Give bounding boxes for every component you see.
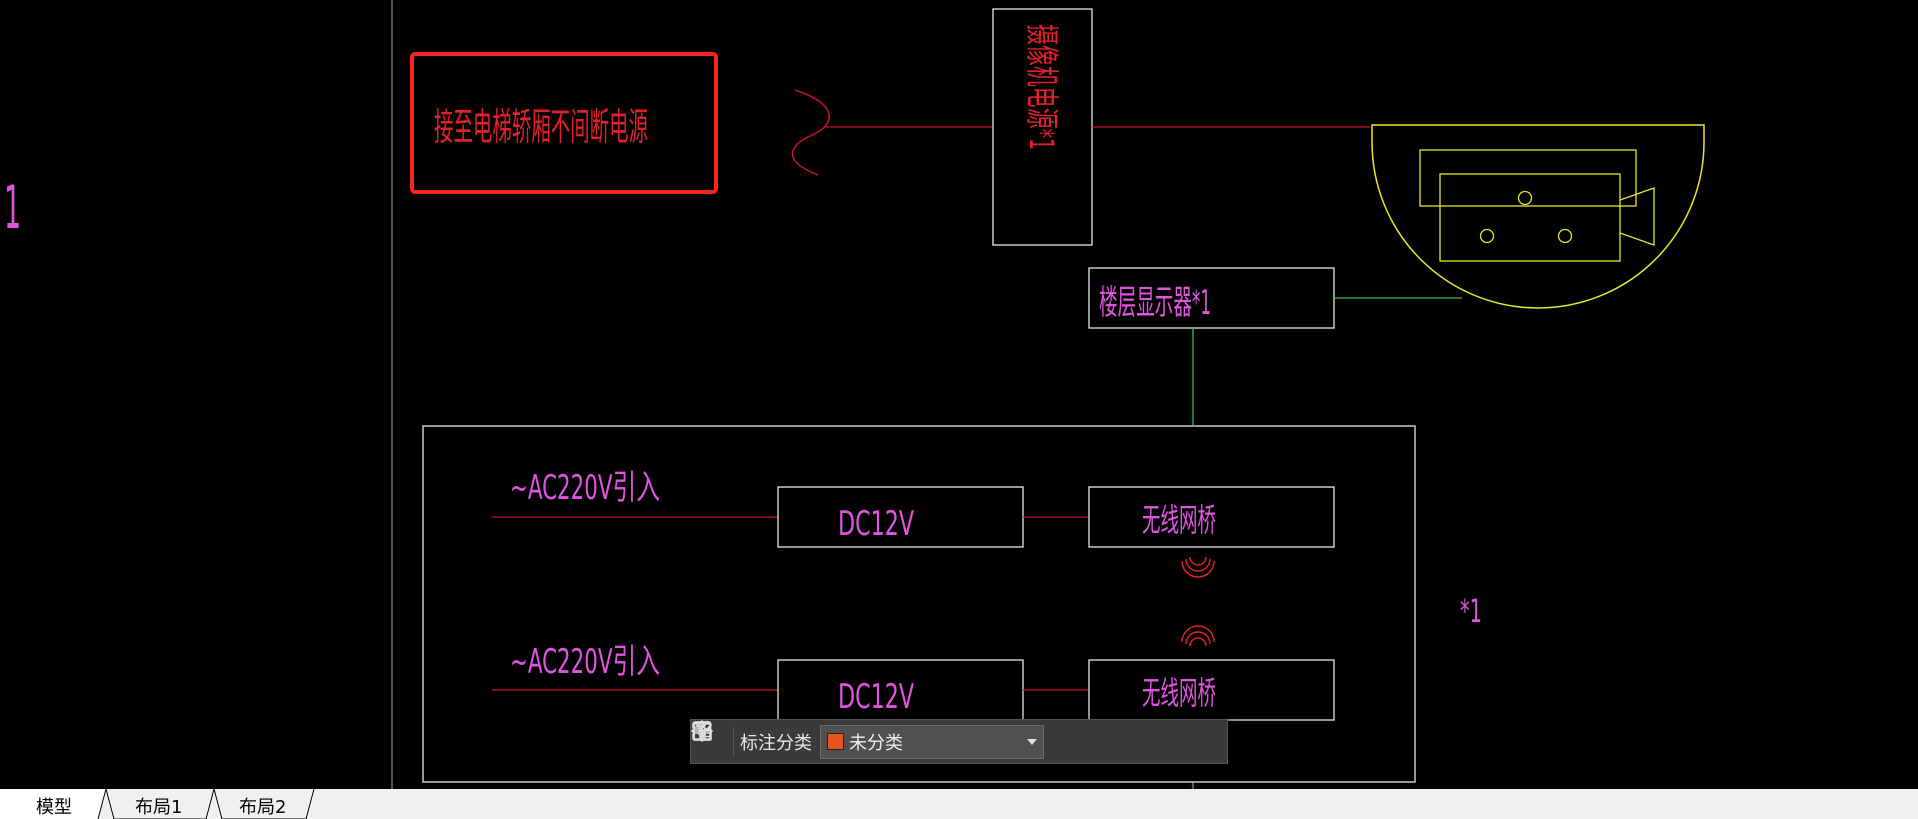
layout-tab-bar: 模型 布局1 布局2 (0, 789, 1918, 819)
camera-hole-1 (1517, 190, 1533, 206)
annotation-category-value: 未分类 (849, 732, 903, 754)
move-icon[interactable] (691, 720, 1128, 761)
tab-layout-2[interactable]: 布局2 (239, 797, 287, 818)
category-color-swatch (827, 733, 844, 750)
annotation-box-text: 接至电梯轿厢不间断电源 (434, 105, 648, 149)
camera-power-text: 摄像机电源*1 (1021, 24, 1061, 150)
tab-layout-1[interactable]: 布局1 (135, 797, 183, 818)
camera-body-top (1419, 149, 1637, 207)
wireless-signal-icon-1 (1181, 556, 1215, 578)
camera-lens (1619, 187, 1655, 246)
copy-icon[interactable] (693, 721, 1166, 761)
wireless-signal-icon-2 (1181, 625, 1215, 647)
break-symbol (791, 89, 830, 176)
tab-model[interactable]: 模型 (36, 797, 72, 818)
annotation-toolbar: 标注分类 未分类 (690, 719, 1228, 764)
enclosure-box[interactable] (422, 425, 1416, 783)
paste-icon[interactable] (693, 721, 1204, 761)
floor-display-text: 楼层显示器*1 (1099, 283, 1211, 323)
dc-2-text: DC12V (838, 677, 914, 717)
bridge-1-text: 无线网桥 (1142, 501, 1216, 539)
annotation-box[interactable] (410, 52, 718, 194)
multiplier-text: *1 (1460, 592, 1482, 630)
bridge-2-text: 无线网桥 (1142, 674, 1216, 712)
cad-drawing[interactable]: 1 接至电梯轿厢不间断电源 摄像机电源*1 楼层显示器*1 ~AC220V引入 (0, 0, 1918, 789)
chevron-down-icon (1027, 738, 1037, 745)
annotation-category-select[interactable]: 未分类 (820, 724, 1044, 759)
tab-shapes (0, 789, 315, 819)
camera-hole-2 (1479, 228, 1495, 244)
annotation-category-label: 标注分类 (740, 732, 812, 754)
camera-dome[interactable] (1371, 124, 1705, 309)
drawing-canvas[interactable]: 1 接至电梯轿厢不间断电源 摄像机电源*1 楼层显示器*1 ~AC220V引入 (0, 0, 1918, 789)
camera-hole-3 (1557, 228, 1573, 244)
edit-icon[interactable] (693, 720, 1090, 761)
ac-input-2-text: ~AC220V引入 (510, 642, 660, 682)
left-mark-text: 1 (4, 174, 21, 244)
bridge-box-1[interactable] (1088, 486, 1335, 548)
ac-input-1-text: ~AC220V引入 (510, 468, 660, 508)
camera-body (1439, 173, 1621, 262)
dc-1-text: DC12V (838, 504, 914, 544)
toolbar-separator (733, 726, 734, 757)
